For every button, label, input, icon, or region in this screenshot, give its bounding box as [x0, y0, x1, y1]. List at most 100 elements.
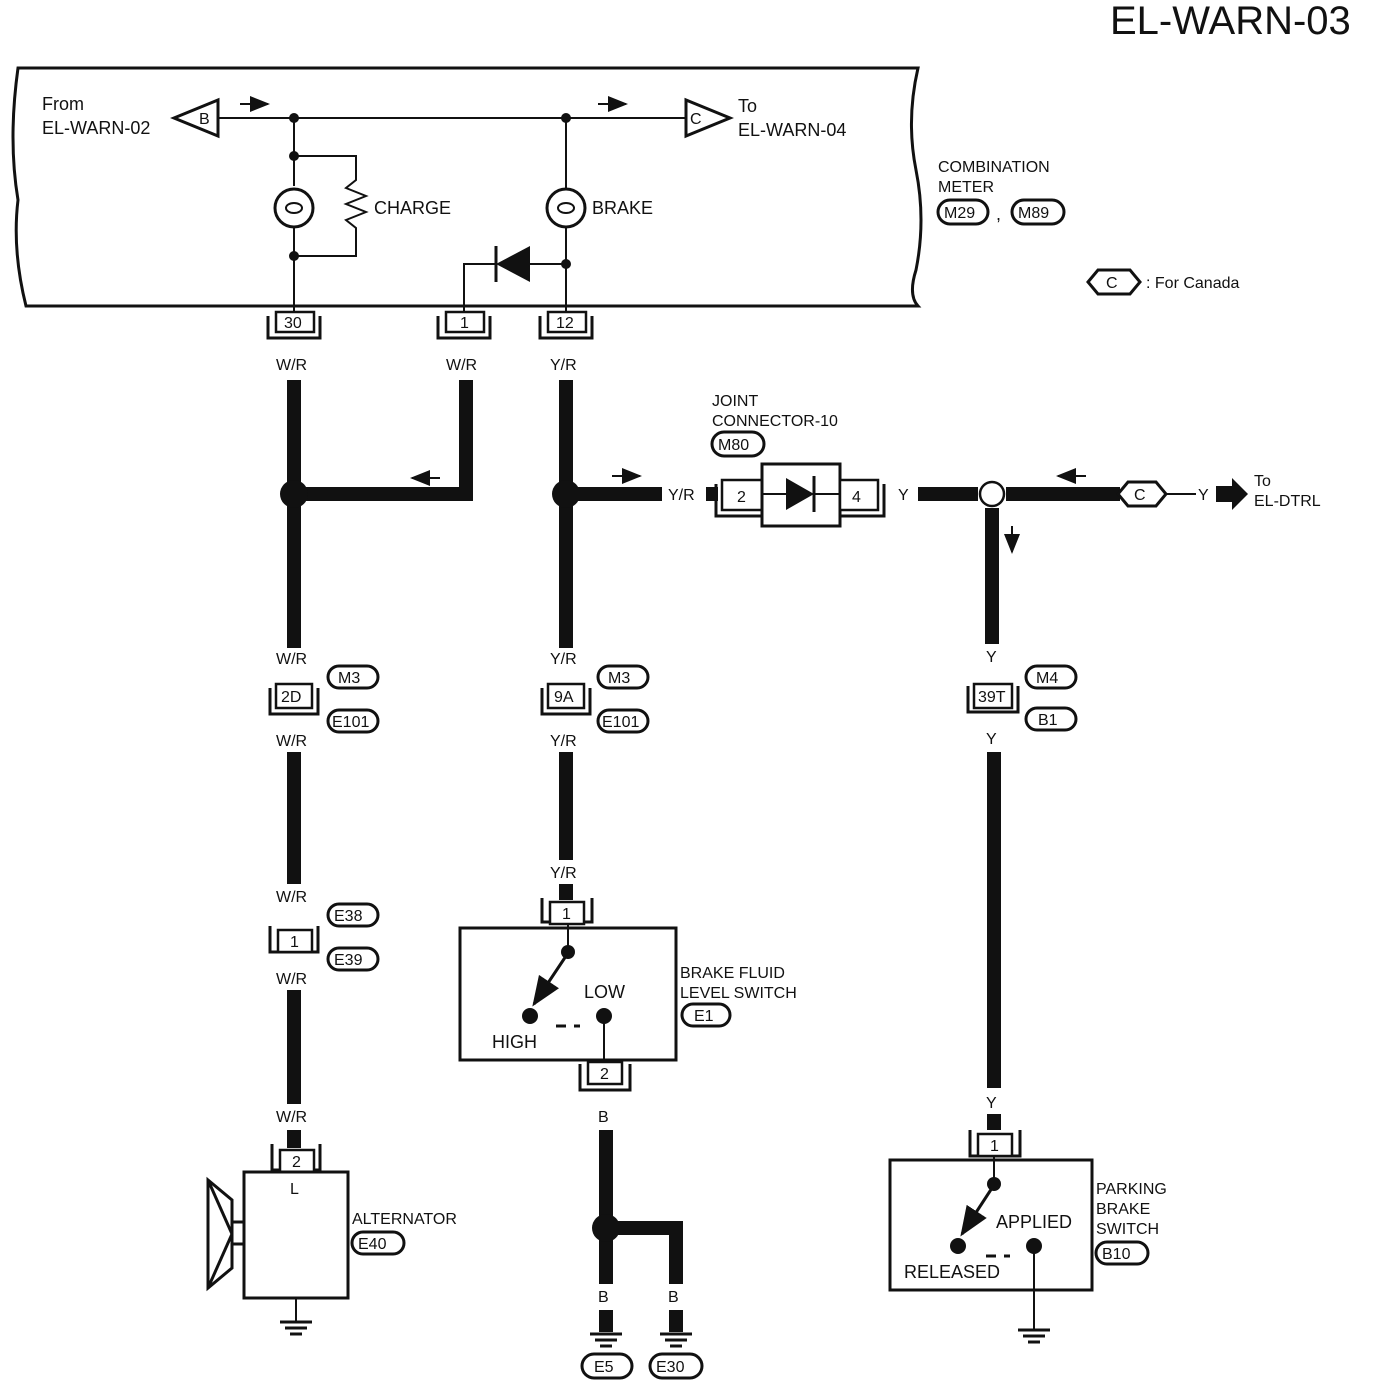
- svg-text:1: 1: [990, 1138, 999, 1155]
- wire-label: Y/R: [550, 865, 577, 882]
- connector-2d: 2D: [268, 682, 320, 716]
- meter-conn-a-oval: [936, 198, 990, 226]
- canada-tag-right: C: [1116, 480, 1168, 508]
- joint-name-line1: JOINT: [712, 393, 758, 410]
- wire-label: Y: [986, 649, 997, 666]
- meter-conn-a: M29: [944, 205, 975, 222]
- meter-conn-sep: ,: [996, 204, 1001, 224]
- svg-text:30: 30: [284, 315, 302, 332]
- ground-icon: [280, 1298, 312, 1336]
- parking-name-line3: SWITCH: [1096, 1221, 1159, 1238]
- dtrl-page: EL-DTRL: [1254, 493, 1321, 510]
- connector-1: 1: [268, 926, 320, 954]
- svg-text:12: 12: [556, 315, 574, 332]
- charge-label: CHARGE: [374, 198, 451, 218]
- svg-text:C: C: [1134, 487, 1146, 504]
- alternator-code: E40: [358, 1236, 387, 1253]
- svg-text:1: 1: [562, 906, 571, 923]
- wire-label: W/R: [276, 889, 307, 906]
- wire-label: Y: [1198, 487, 1209, 504]
- svg-text:E101: E101: [602, 714, 639, 731]
- joint-connector-10: 2 4: [714, 462, 886, 528]
- svg-text:39T: 39T: [978, 689, 1006, 706]
- to-text: To: [738, 96, 757, 116]
- wire-label: W/R: [276, 1109, 307, 1126]
- connector-39t: 39T: [966, 682, 1020, 714]
- parking-name-line1: PARKING: [1096, 1181, 1167, 1198]
- meter-diode-icon: [496, 246, 530, 282]
- from-page: EL-WARN-02: [42, 118, 150, 138]
- to-connector-tag: C: [684, 97, 734, 139]
- alternator-pin: 2: [270, 1144, 322, 1174]
- joint-name-line2: CONNECTOR-10: [712, 413, 838, 430]
- svg-text:E38: E38: [334, 908, 363, 925]
- meter-pin-30: 30: [266, 310, 322, 340]
- ground-e5: E5: [594, 1359, 614, 1376]
- connector-9a: 9A: [540, 682, 592, 716]
- parking-brake-lever: [960, 1187, 994, 1237]
- wire-b-branch: [606, 1221, 683, 1284]
- svg-text:M4: M4: [1036, 670, 1058, 687]
- svg-text:E101: E101: [332, 714, 369, 731]
- wire-label: B: [598, 1289, 609, 1306]
- parking-code: B10: [1102, 1246, 1131, 1263]
- svg-text:4: 4: [852, 489, 861, 506]
- combination-meter-outline: [11, 66, 923, 308]
- svg-text:B: B: [199, 111, 210, 128]
- svg-text:M3: M3: [608, 670, 630, 687]
- svg-text:M3: M3: [338, 670, 360, 687]
- meter-pin-12: 12: [538, 310, 594, 340]
- svg-text:E39: E39: [334, 952, 363, 969]
- svg-text:1: 1: [460, 315, 469, 332]
- svg-text:B1: B1: [1038, 712, 1058, 729]
- wire-label: W/R: [446, 357, 477, 374]
- brake-label: BRAKE: [592, 198, 653, 218]
- parking-name-line2: BRAKE: [1096, 1201, 1150, 1218]
- wire-label: Y/R: [550, 733, 577, 750]
- svg-text:: For Canada: : For Canada: [1146, 275, 1239, 292]
- parking-brake-switch-box: [888, 1158, 1094, 1292]
- from-connector-tag: B: [170, 97, 220, 139]
- parking-brake-pin: 1: [968, 1130, 1022, 1158]
- meter-pin-1: 1: [436, 310, 492, 340]
- charge-lamp-icon: [273, 187, 315, 229]
- dtrl-to-text: To: [1254, 473, 1271, 490]
- svg-text:2: 2: [600, 1066, 609, 1083]
- open-splice: [978, 480, 1006, 508]
- wire-label: Y: [898, 487, 909, 504]
- wire-label: B: [668, 1289, 679, 1306]
- wire-label: Y/R: [550, 651, 577, 668]
- wire-label: W/R: [276, 971, 307, 988]
- applied-label: APPLIED: [996, 1212, 1072, 1232]
- wire-label: W/R: [276, 651, 307, 668]
- released-label: RELEASED: [904, 1262, 1000, 1282]
- meter-conn-b: M89: [1018, 205, 1049, 222]
- joint-diode-icon: [786, 478, 814, 510]
- wire-label: W/R: [276, 357, 307, 374]
- brake-lamp-icon: [545, 187, 587, 229]
- svg-text:2: 2: [737, 489, 746, 506]
- alternator-name: ALTERNATOR: [352, 1211, 457, 1228]
- svg-text:1: 1: [290, 934, 299, 951]
- ground-icon: [590, 1332, 622, 1348]
- wire-label: Y/R: [550, 357, 577, 374]
- right-arrow-icon: [1216, 478, 1248, 510]
- wire-label: B: [598, 1109, 609, 1126]
- connector-9a-tags: M3 E101: [596, 664, 650, 734]
- svg-text:2D: 2D: [281, 689, 301, 706]
- joint-code: M80: [718, 437, 749, 454]
- ground-icon: [660, 1332, 692, 1348]
- brake-fluid-switch-lever: [532, 955, 568, 1007]
- canada-legend: C : For Canada: [1086, 268, 1239, 296]
- connector-39t-tags: M4 B1: [1024, 664, 1078, 732]
- alternator-terminal: L: [290, 1181, 299, 1198]
- ground-e30: E30: [656, 1359, 685, 1376]
- connector-2d-tags: M3 E101: [326, 664, 380, 734]
- low-label: LOW: [584, 982, 625, 1002]
- meter-name-line2: METER: [938, 179, 994, 196]
- svg-text:2: 2: [292, 1154, 301, 1171]
- wire-label: Y: [986, 731, 997, 748]
- ground-icon: [1018, 1328, 1050, 1344]
- meter-conn-b-oval: [1010, 198, 1066, 226]
